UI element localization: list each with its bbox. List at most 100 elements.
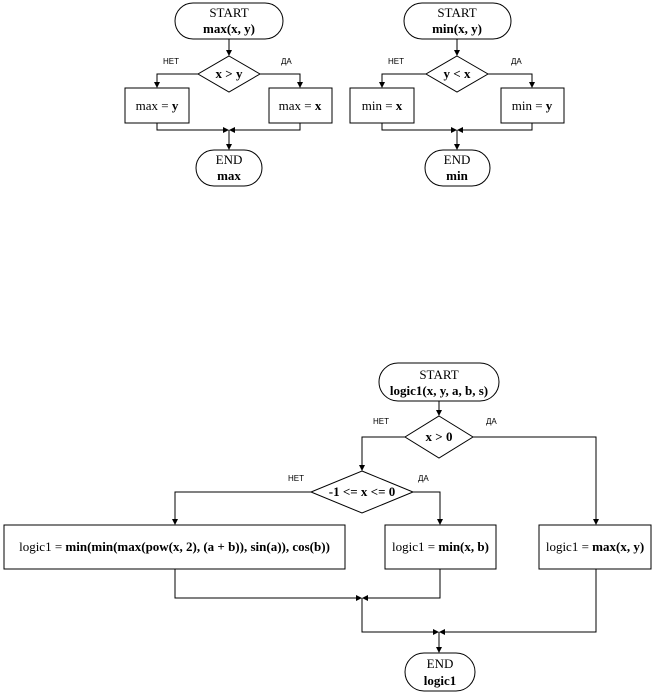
min-flow-no-branch bbox=[381, 73, 426, 83]
logic1-flow-inner-no bbox=[174, 491, 311, 520]
max-decision-diamond bbox=[197, 55, 261, 93]
logic1-arrow-into-inner bbox=[359, 465, 365, 471]
min-arrow-into-decision bbox=[454, 50, 460, 56]
max-start-label: START bbox=[209, 5, 248, 20]
max-no-action-value: y bbox=[172, 98, 179, 113]
min-merge-arrow-left bbox=[451, 127, 457, 133]
logic1-outer-yes-action: logic1 = max(x, y) bbox=[546, 539, 644, 554]
min-no-action-prefix: min = bbox=[362, 98, 396, 113]
logic1-flow-inner-yes bbox=[413, 491, 441, 520]
min-end-result: min bbox=[446, 168, 468, 183]
max-no-action-prefix: max = bbox=[136, 98, 172, 113]
flowchart-min: START min(x, y) y < x НЕТ ДА min = x min… bbox=[349, 2, 565, 187]
logic1-arrow-into-outer bbox=[436, 410, 442, 416]
min-arrow-into-no-action bbox=[379, 82, 385, 88]
max-merge-arrow-right bbox=[229, 127, 235, 133]
max-yes-action-box bbox=[268, 87, 333, 124]
max-yes-action-value: x bbox=[315, 98, 322, 113]
logic1-outer-condition: x > 0 bbox=[426, 429, 453, 444]
max-arrow-into-no-action bbox=[154, 82, 160, 88]
logic1-inner-decision-diamond bbox=[309, 470, 415, 514]
logic1-inner-yes-action-prefix: logic1 = bbox=[392, 539, 438, 554]
logic1-arrow-into-end bbox=[436, 647, 442, 653]
max-yes-action: max = x bbox=[279, 98, 322, 113]
logic1-end-terminal bbox=[404, 652, 476, 692]
max-start-signature: max(x, y) bbox=[203, 21, 255, 36]
logic1-inner-no-action-expr: min(min(max(pow(x, 2), (a + b)), sin(a))… bbox=[65, 539, 330, 554]
max-end-terminal bbox=[195, 149, 263, 187]
flowchart-max: START max(x, y) x > y НЕТ ДА max = y max… bbox=[124, 2, 333, 187]
min-flow-yes-merge bbox=[461, 123, 533, 131]
logic1-flow-inner-no-merge bbox=[174, 569, 358, 599]
logic1-arrow-into-outer-yes-action bbox=[593, 519, 599, 525]
logic1-outer-yes-action-box bbox=[538, 524, 652, 570]
max-no-action: max = y bbox=[136, 98, 179, 113]
logic1-start-signature: logic1(x, y, a, b, s) bbox=[390, 383, 488, 398]
logic1-end-result: logic1 bbox=[424, 673, 457, 688]
logic1-inner-yes-action-expr: min(x, b) bbox=[438, 539, 489, 554]
logic1-inner-no-action-prefix: logic1 = bbox=[19, 539, 65, 554]
logic1-outer-yes-label: ДА bbox=[486, 417, 497, 426]
logic1-outer-yes-action-prefix: logic1 = bbox=[546, 539, 592, 554]
logic1-flow-inner-yes-merge bbox=[366, 569, 441, 599]
logic1-inner-merge-arrow-right bbox=[362, 595, 368, 601]
logic1-outer-decision-diamond bbox=[404, 415, 474, 459]
logic1-inner-yes-label: ДА bbox=[418, 474, 429, 483]
min-start-label: START bbox=[437, 5, 476, 20]
max-arrow-into-end bbox=[226, 144, 232, 150]
max-flow-no-merge bbox=[156, 123, 225, 131]
min-flow-no-merge bbox=[381, 123, 453, 131]
max-end-result: max bbox=[217, 168, 241, 183]
min-yes-action-box bbox=[500, 87, 565, 124]
logic1-flow-inner-to-final-merge bbox=[361, 598, 435, 633]
max-flow-yes-merge bbox=[233, 123, 301, 131]
max-condition: x > y bbox=[216, 66, 243, 81]
min-end-terminal bbox=[424, 149, 491, 187]
max-branch-no-label: НЕТ bbox=[163, 57, 179, 66]
min-start-signature: min(x, y) bbox=[432, 21, 482, 36]
logic1-inner-no-label: НЕТ bbox=[288, 474, 304, 483]
max-end-label: END bbox=[216, 152, 243, 167]
min-decision-diamond bbox=[425, 55, 489, 93]
min-no-action: min = x bbox=[362, 98, 403, 113]
logic1-final-merge-arrow-left bbox=[433, 629, 439, 635]
min-branch-no-label: НЕТ bbox=[388, 57, 404, 66]
max-yes-action-prefix: max = bbox=[279, 98, 315, 113]
min-arrow-into-end bbox=[454, 144, 460, 150]
min-merge-arrow-right bbox=[457, 127, 463, 133]
max-arrow-into-decision bbox=[226, 50, 232, 56]
min-end-label: END bbox=[444, 152, 471, 167]
flowchart-logic1: START logic1(x, y, a, b, s) x > 0 НЕТ ДА… bbox=[3, 362, 652, 692]
max-branch-yes-label: ДА bbox=[281, 57, 292, 66]
min-arrow-into-yes-action bbox=[529, 82, 535, 88]
min-yes-action-value: y bbox=[546, 98, 553, 113]
logic1-inner-yes-action: logic1 = min(x, b) bbox=[392, 539, 489, 554]
max-merge-arrow-left bbox=[223, 127, 229, 133]
logic1-arrow-into-inner-yes-action bbox=[437, 519, 443, 525]
max-no-action-box bbox=[124, 87, 190, 124]
logic1-flow-outer-yes-merge bbox=[443, 569, 597, 633]
logic1-inner-merge-arrow-left bbox=[356, 595, 362, 601]
min-condition: y < x bbox=[444, 66, 471, 81]
logic1-outer-no-label: НЕТ bbox=[373, 417, 389, 426]
max-flow-yes-branch bbox=[260, 73, 301, 83]
max-flow-no-branch bbox=[156, 73, 198, 83]
logic1-inner-condition: -1 <= x <= 0 bbox=[329, 484, 395, 499]
logic1-flow-outer-no bbox=[361, 436, 405, 466]
min-yes-action-prefix: min = bbox=[512, 98, 546, 113]
min-yes-action: min = y bbox=[512, 98, 553, 113]
logic1-flow-outer-yes bbox=[473, 436, 597, 520]
logic1-start-label: START bbox=[419, 367, 458, 382]
logic1-final-merge-arrow-right bbox=[439, 629, 445, 635]
min-no-action-value: x bbox=[396, 98, 403, 113]
logic1-end-label: END bbox=[427, 656, 454, 671]
logic1-outer-yes-action-expr: max(x, y) bbox=[592, 539, 644, 554]
logic1-inner-no-action-box bbox=[3, 524, 346, 570]
logic1-inner-yes-action-box bbox=[384, 524, 497, 570]
min-flow-yes-branch bbox=[488, 73, 533, 83]
max-arrow-into-yes-action bbox=[297, 82, 303, 88]
logic1-inner-no-action: logic1 = min(min(max(pow(x, 2), (a + b))… bbox=[19, 539, 330, 554]
logic1-arrow-into-inner-no-action bbox=[172, 519, 178, 525]
min-branch-yes-label: ДА bbox=[511, 57, 522, 66]
